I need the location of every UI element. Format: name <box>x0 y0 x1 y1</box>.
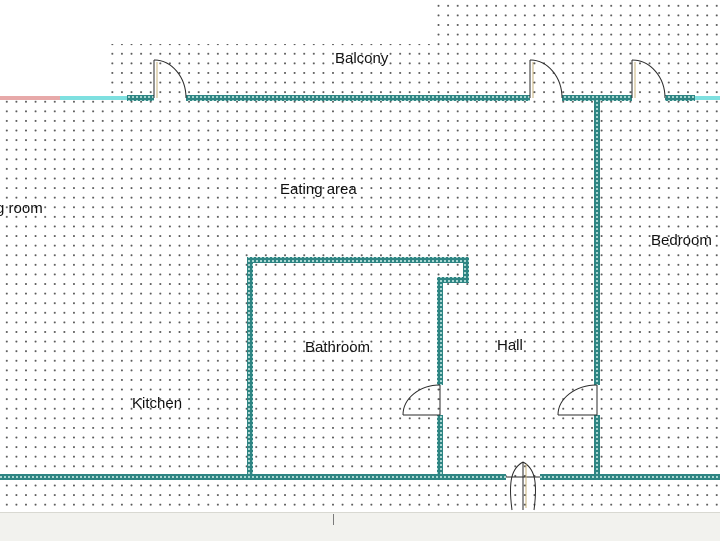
label-hall: Hall <box>497 337 523 354</box>
window-left-cyan[interactable] <box>60 96 127 100</box>
wall-bathroom-notch-right[interactable] <box>463 257 469 283</box>
horizontal-scrollbar[interactable] <box>0 512 720 541</box>
label-living-room: g room <box>0 200 43 217</box>
ruler-tick <box>333 514 334 525</box>
window-left-pink[interactable] <box>0 96 60 100</box>
label-eating-area: Eating area <box>280 181 357 198</box>
door-balcony-left[interactable] <box>153 59 187 99</box>
door-entrance[interactable] <box>506 461 540 511</box>
wall-bathroom-right-lower[interactable] <box>437 415 443 480</box>
label-bedroom: Bedroom <box>651 232 712 249</box>
window-right-cyan[interactable] <box>695 96 720 100</box>
outside-area-lower <box>0 44 105 94</box>
outside-area <box>0 0 430 44</box>
door-bedroom[interactable] <box>557 384 598 416</box>
wall-bathroom-notch-bottom[interactable] <box>437 277 469 283</box>
label-kitchen: Kitchen <box>132 395 182 412</box>
wall-bottom-right[interactable] <box>540 474 720 480</box>
door-bathroom[interactable] <box>402 384 441 416</box>
wall-top-right-2[interactable] <box>665 95 695 101</box>
wall-hall-bedroom-upper[interactable] <box>594 95 600 385</box>
label-balcony: Balcony <box>335 50 389 67</box>
door-balcony-middle[interactable] <box>529 59 563 99</box>
wall-top-middle[interactable] <box>186 95 530 101</box>
wall-bathroom-top[interactable] <box>247 257 469 263</box>
door-balcony-right[interactable] <box>631 59 666 99</box>
wall-bathroom-left[interactable] <box>247 257 253 480</box>
wall-top-left[interactable] <box>127 95 154 101</box>
label-bathroom: Bathroom <box>305 339 370 356</box>
wall-hall-bedroom-lower[interactable] <box>594 415 600 480</box>
wall-bathroom-right-upper[interactable] <box>437 277 443 385</box>
